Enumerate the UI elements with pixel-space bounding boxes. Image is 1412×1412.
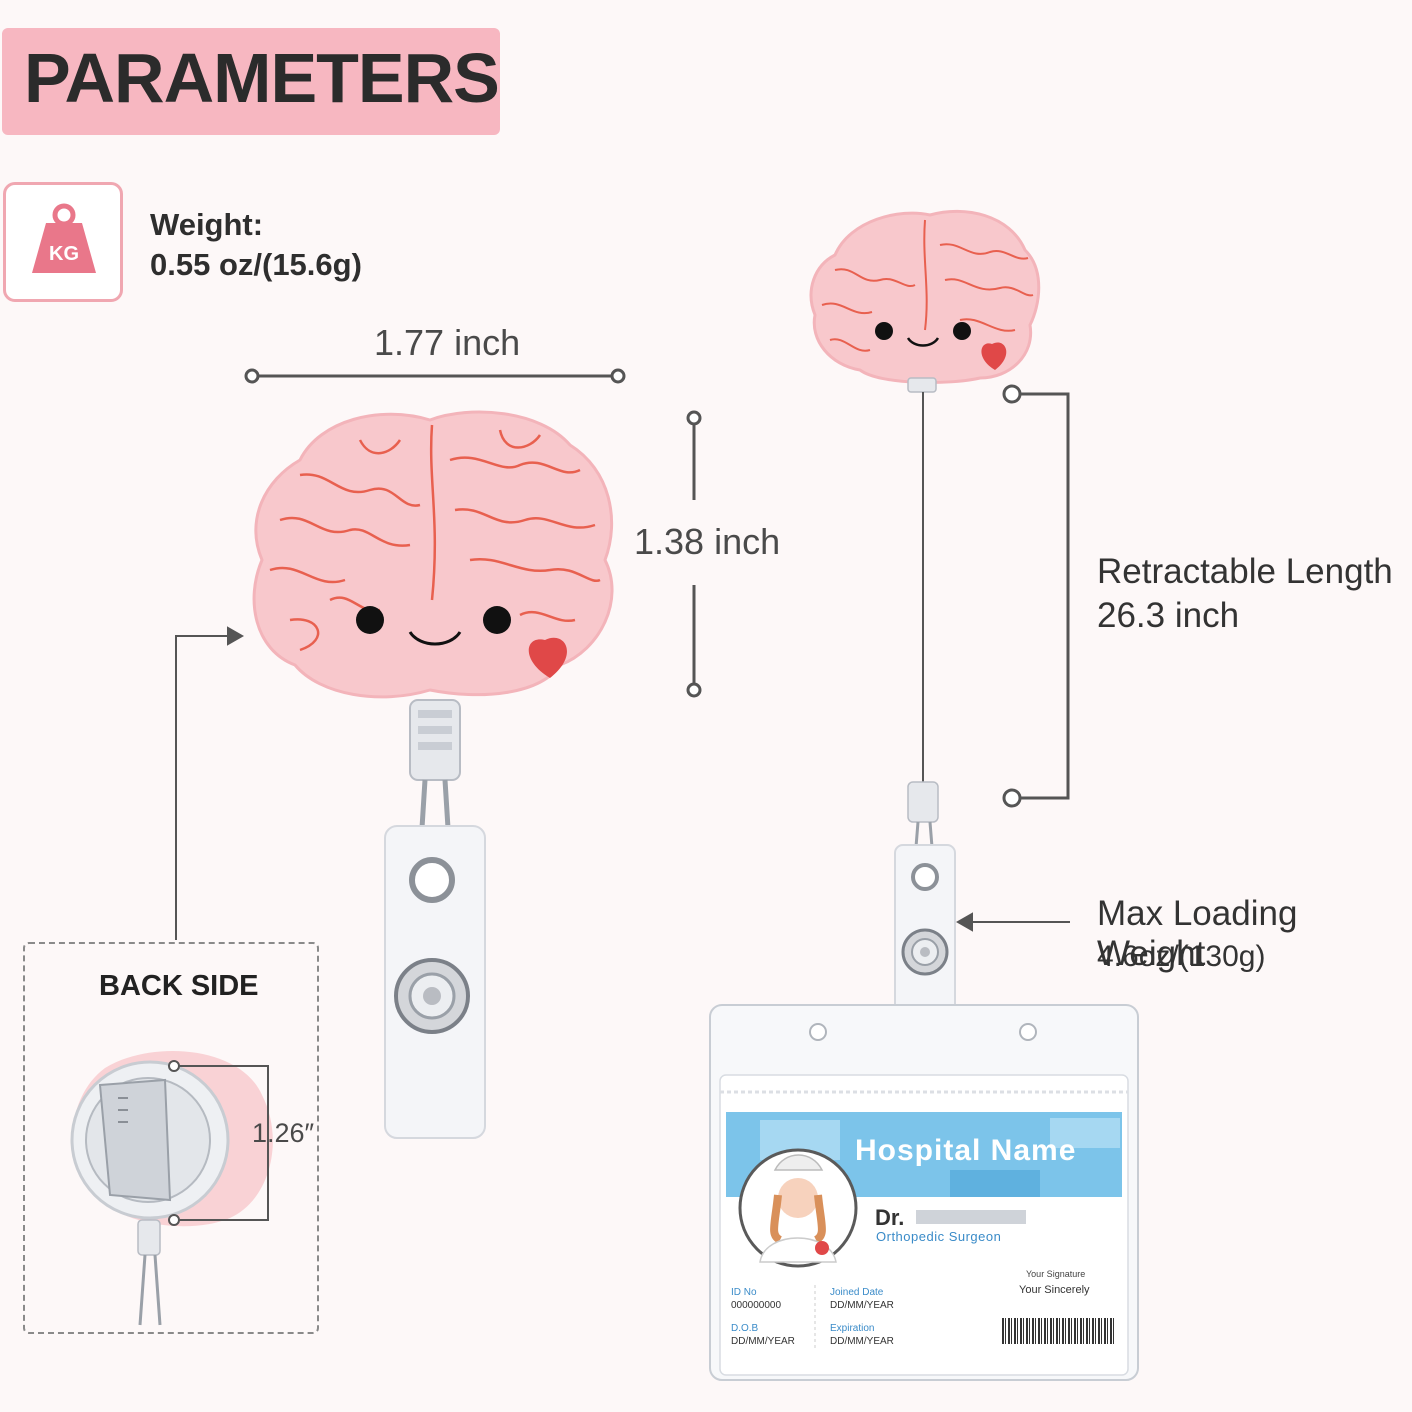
kg-icon-text: KG — [49, 243, 79, 265]
large-brain — [252, 410, 614, 699]
weight-icon-box: KG — [3, 182, 123, 302]
id-no-label: ID No — [731, 1287, 757, 1298]
joined-date-value: DD/MM/YEAR — [830, 1300, 894, 1311]
hospital-name: Hospital Name — [855, 1134, 1077, 1167]
id-no-value: 000000000 — [731, 1300, 782, 1311]
max-loading-label: Max Loading Weight — [1097, 894, 1298, 973]
width-dimension-line — [244, 368, 626, 384]
expiration-value: DD/MM/YEAR — [830, 1336, 894, 1347]
max-loading-value: 4.6oz/(130g) — [1097, 940, 1266, 973]
max-loading-arrow — [955, 912, 1070, 932]
width-label: 1.77 inch — [374, 322, 521, 363]
weight-label: Weight: — [150, 207, 264, 242]
dob-label: D.O.B — [731, 1323, 759, 1334]
signature-value: Your Sincerely — [1019, 1284, 1090, 1296]
height-dimension-line — [686, 410, 702, 698]
small-brain — [809, 209, 1041, 385]
doctor-role: Orthopedic Surgeon — [876, 1229, 1002, 1244]
large-reel-clip — [384, 699, 486, 1139]
back-side-pointer — [175, 626, 245, 940]
back-side-dimension: 1.26″ — [252, 1118, 315, 1148]
back-side-title: BACK SIDE — [99, 970, 259, 1002]
blurred-name — [916, 1210, 1026, 1224]
signature-label: Your Signature — [1026, 1269, 1086, 1279]
joined-date-label: Joined Date — [830, 1287, 884, 1298]
retractable-length-value: 26.3 inch — [1097, 596, 1240, 635]
small-clip — [894, 781, 956, 1041]
height-label: 1.38 inch — [634, 521, 781, 562]
doctor-prefix: Dr. — [875, 1205, 905, 1230]
barcode — [1000, 1318, 1116, 1344]
reel-top — [907, 377, 937, 393]
retractable-length-label: Retractable Length — [1097, 552, 1393, 591]
weight-value: 0.55 oz/(15.6g) — [150, 247, 362, 282]
back-side-reel — [70, 1051, 273, 1326]
dob-value: DD/MM/YEAR — [731, 1336, 795, 1347]
retractable-bracket — [1002, 384, 1070, 808]
title-banner — [2, 28, 500, 135]
page-title: PARAMETERS — [24, 39, 500, 117]
kg-weight-icon: KG — [32, 203, 96, 273]
id-card-holder — [709, 1004, 1139, 1381]
expiration-label: Expiration — [830, 1323, 875, 1334]
back-side-box — [23, 942, 319, 1334]
